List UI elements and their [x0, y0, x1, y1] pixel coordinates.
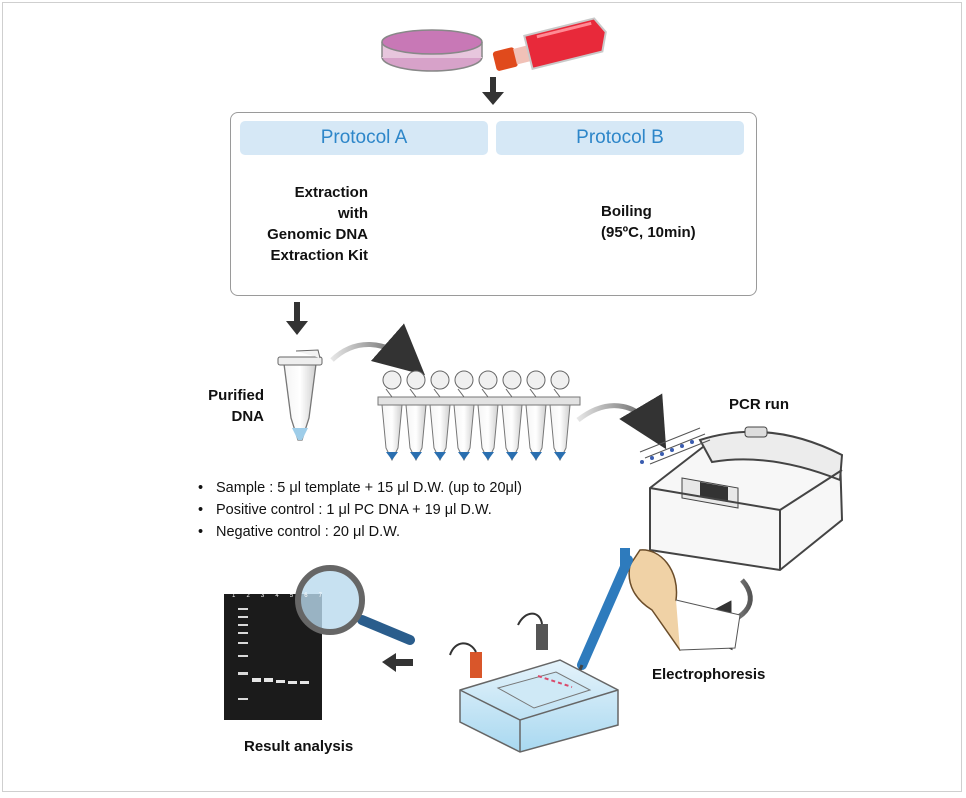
- purified-dna-label-line: DNA: [231, 408, 265, 425]
- gel-lane-number: 1: [232, 593, 236, 599]
- protocol-a-label-line: with: [338, 205, 368, 222]
- purified-dna-tube-icon: [277, 349, 323, 441]
- protocol-a-label-line: Extraction: [294, 184, 368, 201]
- curved-arrow-icon: [330, 323, 426, 376]
- protocol-a-label-line: Extraction Kit: [270, 247, 368, 264]
- pcr-machine-icon: [639, 426, 844, 572]
- reaction-setup-list: Sample : 5 μl template + 15 μl D.W. (up …: [198, 477, 522, 543]
- gel-lane-number: 6: [304, 593, 308, 599]
- down-arrow-icon: [286, 302, 308, 335]
- protocol-b-label-line: (95ºC, 10min): [601, 224, 696, 241]
- protocol-a-header: Protocol A: [240, 121, 488, 155]
- left-arrow-icon: [382, 653, 413, 672]
- electrophoresis-label: Electrophoresis: [652, 666, 766, 683]
- culture-flask-icon: [492, 17, 607, 71]
- gel-lane-number: 3: [260, 593, 265, 599]
- reaction-setup-item: Positive control : 1 μl PC DNA + 19 μl D…: [198, 499, 522, 521]
- electrophoresis-tank-icon: [449, 612, 619, 753]
- purified-dna-label: Purified DNA: [190, 385, 264, 427]
- protocol-a-label-line: Genomic DNA: [267, 226, 368, 243]
- petri-dish-icon: [381, 29, 483, 72]
- result-analysis-label: Result analysis: [244, 738, 354, 755]
- protocol-b-label: Boiling (95ºC, 10min): [601, 201, 741, 243]
- gel-lane-number: 2: [246, 593, 250, 599]
- sample-bands: [252, 678, 309, 684]
- gel-lane-numbers: 1 2 3 4 5 6 7: [232, 593, 322, 599]
- gel-lane-number: 5: [289, 593, 294, 599]
- pcr-run-label: PCR run: [729, 396, 789, 413]
- down-arrow-icon: [482, 77, 504, 105]
- curved-arrow-icon: [576, 393, 667, 450]
- gel-lane-number: 4: [275, 593, 279, 599]
- protocol-b-header: Protocol B: [496, 121, 744, 155]
- gel-lane-number: 7: [318, 593, 322, 599]
- pipette-hand-icon: [572, 548, 741, 686]
- reaction-setup-item: Negative control : 20 μl D.W.: [198, 521, 522, 543]
- pcr-strip-tubes-icon: [377, 370, 581, 462]
- protocol-a-label: Extraction with Genomic DNA Extraction K…: [250, 182, 368, 266]
- magnifier-icon: [295, 565, 415, 645]
- purified-dna-label-line: Purified: [208, 387, 264, 404]
- protocol-b-label-line: Boiling: [601, 203, 652, 220]
- reaction-setup-item: Sample : 5 μl template + 15 μl D.W. (up …: [198, 477, 522, 499]
- ladder-bands: [238, 608, 248, 700]
